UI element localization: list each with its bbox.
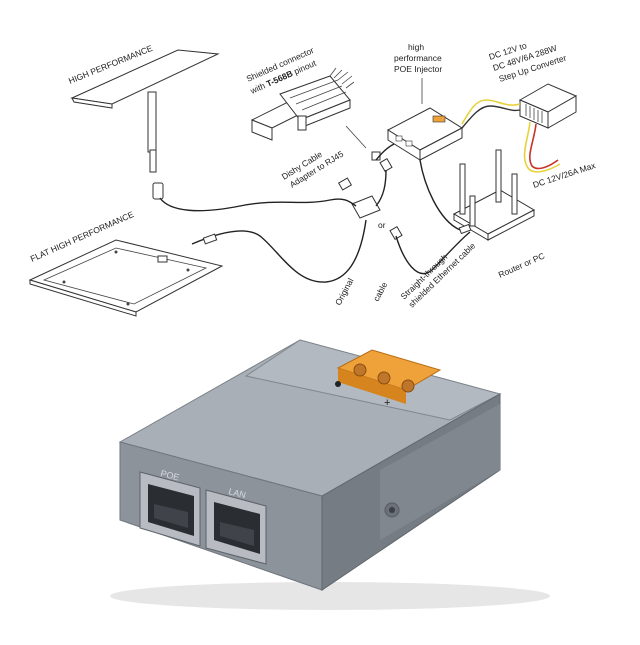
dishy-adapter: [339, 152, 402, 239]
poe-injector-small: [388, 108, 462, 160]
label-or: or: [378, 220, 386, 230]
label-plus: +: [384, 397, 390, 409]
label-cable: cable: [371, 280, 389, 303]
cable-flat-dish: [192, 220, 366, 282]
label-poe-1: high: [408, 42, 424, 52]
status-led: [335, 381, 341, 387]
cable-adapter-up: [376, 170, 386, 206]
poe-injector-device: + POE LAN: [110, 340, 550, 610]
dc-step-up-converter: [520, 84, 576, 128]
label-dc-max: DC 12V/26A Max: [532, 160, 598, 190]
label-original: Original: [333, 276, 356, 307]
label-poe-2: performance: [394, 53, 442, 63]
label-router: Router or PC: [497, 251, 546, 280]
label-poe-3: POE Injector: [394, 64, 442, 74]
cable-dish-to-adapter: [160, 198, 356, 211]
